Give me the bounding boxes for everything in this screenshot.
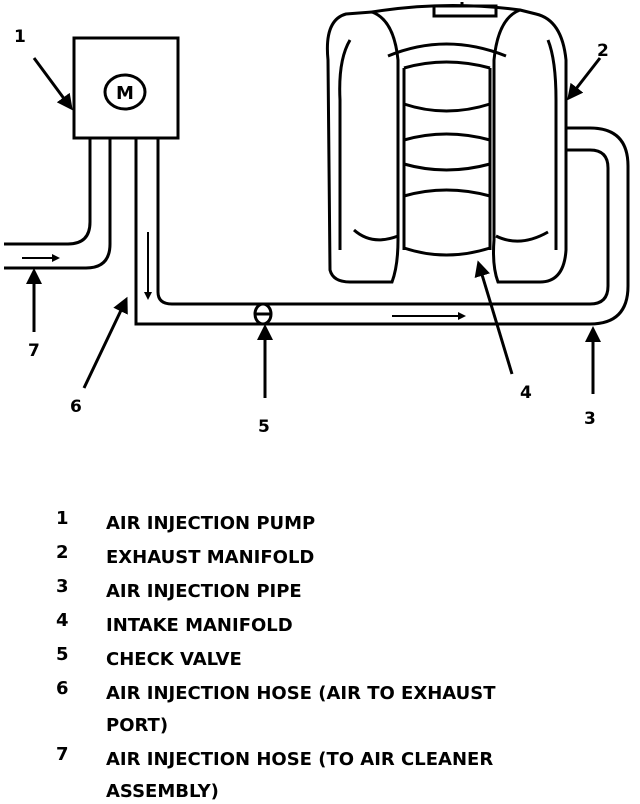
- legend-number: 4: [56, 610, 69, 631]
- legend-number: 7: [56, 744, 69, 765]
- legend-text: AIR INJECTION HOSE (AIR TO EXHAUST PORT): [106, 683, 496, 736]
- callout-7: 7: [28, 341, 40, 361]
- legend-number: 3: [56, 576, 69, 597]
- legend-number: 2: [56, 542, 69, 563]
- legend-number: 6: [56, 678, 69, 699]
- callout-arrows: [26, 57, 602, 398]
- callout-1: 1: [14, 27, 26, 47]
- engine-manifolds: [325, 2, 568, 284]
- hose-to-air-cleaner: [4, 138, 112, 270]
- callout-arrow-1: [32, 57, 73, 111]
- callout-numbers: 1 2 3 4 5 6 7: [14, 27, 609, 437]
- legend-text: INTAKE MANIFOLD: [106, 615, 293, 636]
- legend-text: AIR INJECTION PUMP: [106, 513, 316, 534]
- legend-text: EXHAUST MANIFOLD: [106, 547, 315, 568]
- callout-6: 6: [70, 397, 82, 417]
- legend-number: 5: [56, 644, 69, 665]
- callout-arrow-4: [474, 260, 514, 375]
- callout-5: 5: [258, 417, 270, 437]
- legend-text: AIR INJECTION HOSE (TO AIR CLEANER ASSEM…: [106, 749, 494, 802]
- legend-number: 1: [56, 508, 69, 529]
- check-valve: [253, 302, 273, 326]
- callout-3: 3: [584, 409, 596, 429]
- motor-symbol: M: [116, 83, 134, 104]
- callout-2: 2: [597, 41, 609, 61]
- air-injection-diagram: M: [4, 2, 630, 437]
- air-injection-pump: M: [72, 36, 180, 140]
- legend-text: CHECK VALVE: [106, 649, 242, 670]
- hose-to-exhaust: [134, 126, 630, 326]
- callout-4: 4: [520, 383, 532, 403]
- callout-arrow-2: [567, 57, 602, 101]
- legend-text: AIR INJECTION PIPE: [106, 581, 302, 602]
- motor-icon: [103, 73, 147, 111]
- callout-arrow-6: [82, 296, 128, 389]
